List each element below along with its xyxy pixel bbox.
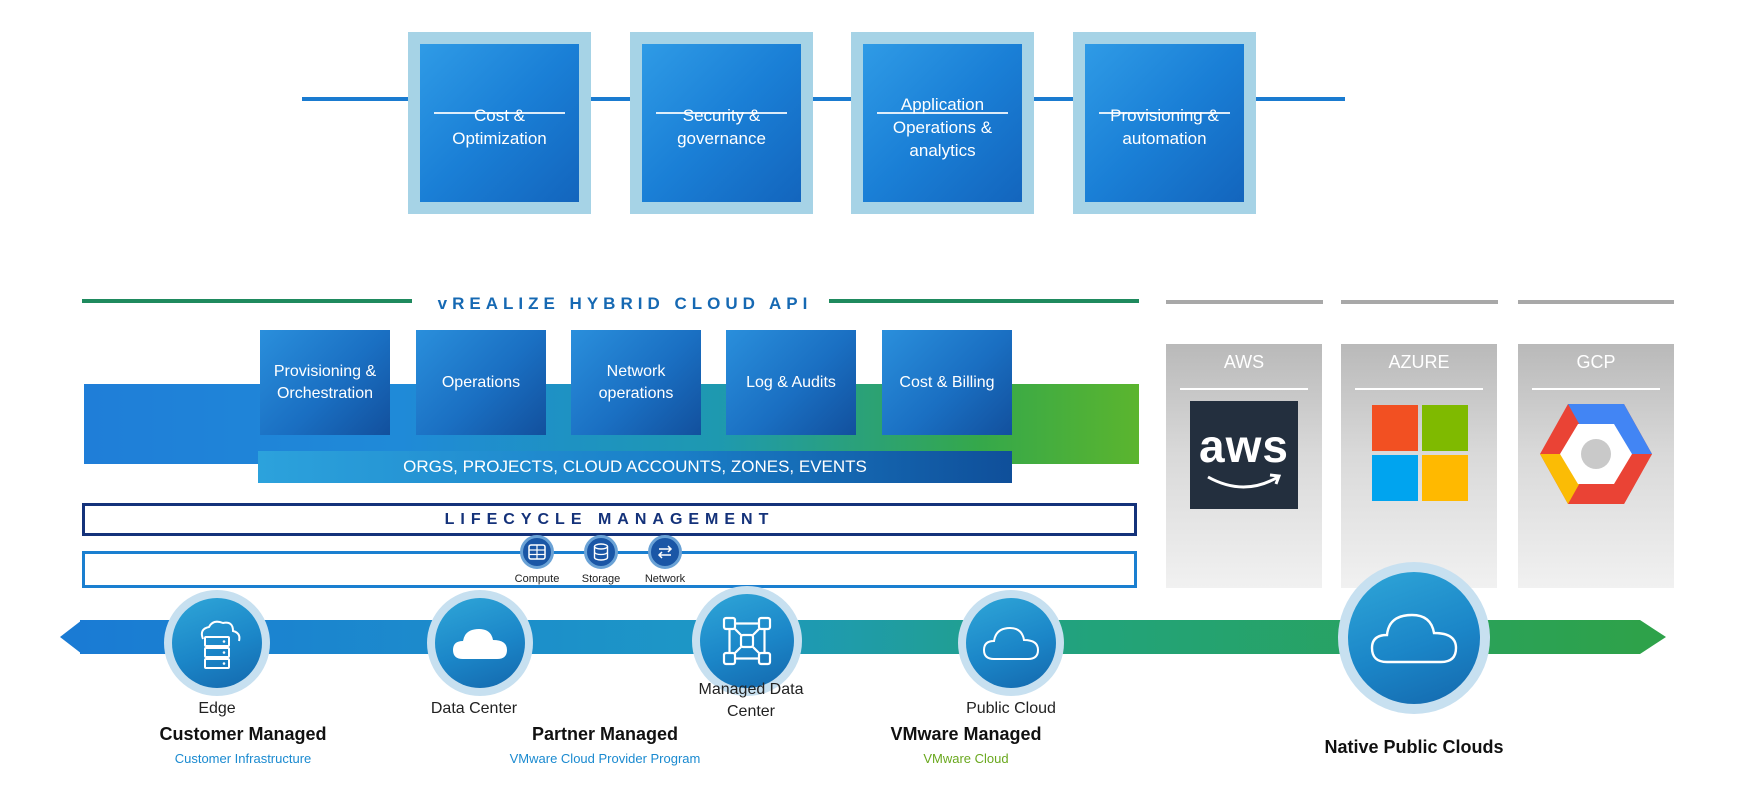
cloud-outline-large-icon: [1370, 613, 1458, 664]
service-provisioning-orchestration: Provisioning & Orchestration: [260, 330, 390, 435]
capability-app-operations: Application Operations & analytics: [851, 32, 1034, 214]
partner-managed-subtitle: VMware Cloud Provider Program: [509, 751, 701, 766]
vmware-managed-title: VMware Managed: [890, 724, 1042, 744]
capability-rule: [434, 112, 565, 114]
lifecycle-management-bar: LIFECYCLE MANAGEMENT: [82, 503, 1137, 536]
gcp-logo-icon: [1540, 404, 1652, 504]
data-center-node: [427, 590, 533, 696]
edge-server-cloud-icon: [200, 620, 241, 669]
edge-label: Edge: [198, 700, 236, 717]
service-operations: Operations: [416, 330, 546, 435]
capability-rule: [877, 112, 1008, 114]
arrow-right-head: [1640, 620, 1666, 654]
vmware-managed-subtitle: VMware Cloud: [923, 751, 1009, 766]
microsoft-logo-icon: [1372, 405, 1468, 501]
native-public-clouds-title: Native Public Clouds: [1324, 737, 1504, 757]
orgs-bar: ORGS, PROJECTS, CLOUD ACCOUNTS, ZONES, E…: [258, 451, 1012, 483]
azure-title-rule: [1355, 388, 1483, 390]
capability-label: Provisioning & automation: [1110, 106, 1219, 148]
network-mesh-icon: [722, 616, 772, 666]
gcp-header-line: [1518, 300, 1674, 304]
edge-node: [164, 590, 270, 696]
aws-header-line: [1166, 300, 1323, 304]
storage-label: Storage: [581, 573, 621, 585]
network-icon: [648, 535, 682, 569]
gcp-title: GCP: [1576, 352, 1616, 372]
capability-rule: [1099, 112, 1230, 114]
api-title: vREALIZE HYBRID CLOUD API: [437, 294, 813, 313]
managed-data-center-node: [692, 586, 802, 696]
managed-data-center-label: Managed Data Center: [698, 681, 804, 720]
public-cloud-node: [958, 590, 1064, 696]
capability-cost-optimization: Cost & Optimization: [408, 32, 591, 214]
capability-connector-line: [302, 97, 1345, 101]
aws-title-rule: [1180, 388, 1308, 390]
customer-managed-subtitle: Customer Infrastructure: [174, 751, 312, 766]
capability-label: Cost & Optimization: [452, 106, 547, 148]
network-label: Network: [644, 573, 686, 585]
cloud-outline-icon: [982, 626, 1040, 660]
partner-managed-title: Partner Managed: [531, 724, 679, 744]
aws-title: AWS: [1223, 352, 1265, 372]
native-public-clouds-node: [1338, 562, 1490, 714]
capability-label: Security & governance: [677, 106, 766, 148]
gcp-panel: GCP: [1518, 344, 1674, 588]
cloud-icon: [453, 629, 507, 659]
aws-logo-text: aws: [1199, 420, 1289, 472]
service-cost-billing: Cost & Billing: [882, 330, 1012, 435]
capability-security-governance: Security & governance: [630, 32, 813, 214]
customer-managed-title: Customer Managed: [159, 724, 327, 744]
azure-panel: AZURE: [1341, 344, 1497, 588]
storage-icon: [584, 535, 618, 569]
service-log-audits: Log & Audits: [726, 330, 856, 435]
data-center-label: Data Center: [430, 700, 518, 717]
compute-icon: [520, 535, 554, 569]
compute-label: Compute: [514, 573, 560, 585]
public-cloud-label: Public Cloud: [966, 700, 1056, 717]
aws-logo-icon: aws: [1190, 401, 1298, 509]
aws-panel: AWS aws: [1166, 344, 1322, 588]
capability-provisioning-automation: Provisioning & automation: [1073, 32, 1256, 214]
api-header-line-left: [82, 299, 412, 303]
capability-label: Application Operations & analytics: [892, 94, 993, 160]
arrow-left-head: [60, 620, 82, 654]
service-network-operations: Network operations: [571, 330, 701, 435]
capability-rule: [656, 112, 787, 114]
gcp-title-rule: [1532, 388, 1660, 390]
api-header-line-right: [829, 299, 1139, 303]
azure-header-line: [1341, 300, 1498, 304]
azure-title: AZURE: [1388, 352, 1450, 372]
